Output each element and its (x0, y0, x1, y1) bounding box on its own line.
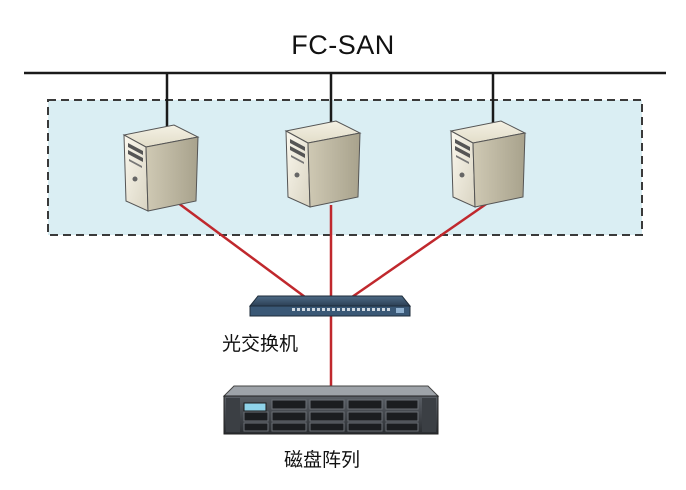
switch-label: 光交换机 (222, 333, 299, 355)
disk-array-icon (222, 385, 440, 435)
network-switch-icon (248, 295, 412, 317)
server-tower-icon (450, 120, 526, 208)
fc-link-line (351, 198, 493, 299)
diagram-title: FC-SAN (291, 30, 395, 60)
server-tower-icon (123, 124, 199, 212)
server-tower-icon (285, 120, 361, 208)
fc-link-line (169, 195, 306, 299)
storage-label: 磁盘阵列 (284, 449, 361, 471)
